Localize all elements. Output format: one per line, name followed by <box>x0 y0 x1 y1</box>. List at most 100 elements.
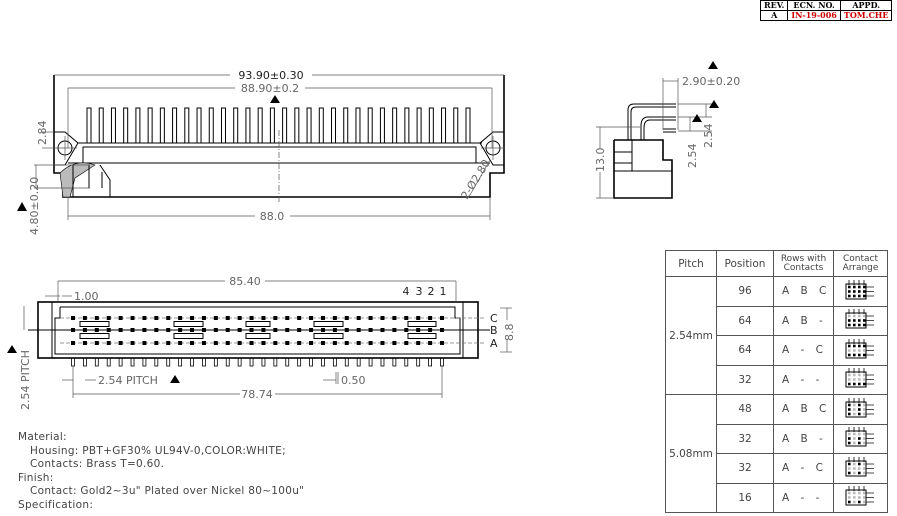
pin-tail <box>154 357 159 367</box>
contact-dot <box>154 341 159 345</box>
contact-dot <box>166 341 171 345</box>
pin-tail <box>261 357 266 367</box>
pitch-cell: 2.54mm <box>665 276 717 395</box>
dim-pin-offset: 4.80±0.20 <box>28 177 41 235</box>
contact-dot <box>201 341 206 345</box>
pin <box>404 107 410 144</box>
contact-dot <box>213 341 218 345</box>
dim-row-pitch-2: 2.54 <box>702 124 715 149</box>
revision-block: REV. ECN. NO. APPD. A IN-19-006 TOM.CHE <box>759 0 893 21</box>
rows-cell: A B C <box>773 394 834 425</box>
contact-dot <box>118 341 123 345</box>
contact-arrange-cell <box>833 423 888 454</box>
spec-table: Pitch Position Rows with Contacts Contac… <box>665 250 888 513</box>
pin-tail <box>309 357 313 367</box>
contact-dot <box>178 316 183 320</box>
notes: Material: Housing: PBT+GF30% UL94V-0,COL… <box>18 431 304 512</box>
position-cell: 32 <box>716 364 774 395</box>
right-ear <box>479 131 504 166</box>
contact-dot <box>285 341 290 345</box>
contacts-note: Contacts: Brass T=0.60. <box>30 458 165 470</box>
pin <box>294 107 300 144</box>
contact-dot <box>356 341 361 345</box>
slot <box>407 333 437 339</box>
bottom-cavity <box>54 306 461 355</box>
slot <box>79 321 110 327</box>
contact-arrange-icon <box>845 427 874 447</box>
slot <box>245 321 271 327</box>
position-cell: 64 <box>716 335 774 366</box>
dim-edge-offset: 1.00 <box>74 290 99 303</box>
contact-dot <box>440 316 444 320</box>
front-pins <box>86 107 471 144</box>
position-cell: 48 <box>716 394 774 425</box>
contact-dot <box>190 316 195 320</box>
contact-arrange-cell <box>833 305 888 336</box>
front-outline <box>53 75 505 198</box>
pin <box>367 107 373 144</box>
contact-dot <box>106 316 111 320</box>
pin <box>184 107 190 144</box>
pin-tail <box>106 357 111 367</box>
contact-dot <box>297 316 302 320</box>
pin <box>220 107 226 144</box>
pin <box>465 107 471 144</box>
contact-dot <box>71 341 75 345</box>
pin <box>159 107 165 144</box>
contact-dot <box>332 341 337 345</box>
side-body <box>613 139 673 199</box>
pin-tail <box>178 357 183 367</box>
pin-tail <box>428 357 432 367</box>
contact-dot <box>392 341 397 345</box>
contact-dot <box>309 341 314 345</box>
contact-dot <box>94 316 99 320</box>
bottom-view: 85.40 1.00 4 3 2 1 C B A 8.8 2.54 PITCH … <box>7 275 516 410</box>
rows-cell: A B C <box>773 276 834 307</box>
specification-title: Specification: <box>18 498 94 511</box>
dim-pin-projection: 2.90±0.20 <box>682 75 740 88</box>
pin <box>441 107 447 144</box>
contact-dot <box>166 316 171 320</box>
section-hatch <box>59 162 96 198</box>
dim-pin-width: 0.50 <box>341 374 366 387</box>
contact-dot <box>404 341 409 345</box>
header-pitch: Pitch <box>665 250 717 277</box>
contact-dot <box>142 316 147 320</box>
appd-value: TOM.CHE <box>839 10 893 21</box>
contact-dot <box>190 341 195 345</box>
pin <box>428 107 434 144</box>
row-label-b: B <box>490 324 498 337</box>
contact-dot <box>94 341 99 345</box>
dim-hole-spacing: 88.90±0.2 <box>241 82 299 95</box>
dim-width: 8.8 <box>503 324 516 342</box>
critical-dim-marker-icon <box>170 375 180 383</box>
contact-dot <box>249 341 254 345</box>
contact-arrange-cell <box>833 453 888 484</box>
front-rail <box>82 146 477 164</box>
pin <box>208 107 214 144</box>
pin <box>245 107 251 144</box>
pin-tail <box>392 357 397 367</box>
contact-dot <box>249 316 254 320</box>
section-detail <box>72 164 111 198</box>
contact-dot <box>416 341 421 345</box>
slot <box>313 333 344 339</box>
contact-dot <box>261 316 266 320</box>
pin-tail <box>368 357 373 367</box>
material-title: Material: <box>18 431 67 443</box>
contact-dot <box>82 316 87 320</box>
pin <box>233 107 239 144</box>
pin <box>172 107 178 144</box>
contact-dot <box>225 341 230 345</box>
critical-dim-marker-icon <box>692 114 702 122</box>
pin-tail <box>297 357 302 367</box>
pin-tail <box>440 357 444 367</box>
contact-finish-note: Contact: Gold2~3u" Plated over Nickel 80… <box>30 485 305 497</box>
contact-arrange-icon <box>845 309 874 329</box>
pin-tail <box>71 357 75 367</box>
pin <box>343 107 349 144</box>
pin <box>355 107 361 144</box>
contact-dot <box>71 316 75 320</box>
slot <box>173 321 204 327</box>
